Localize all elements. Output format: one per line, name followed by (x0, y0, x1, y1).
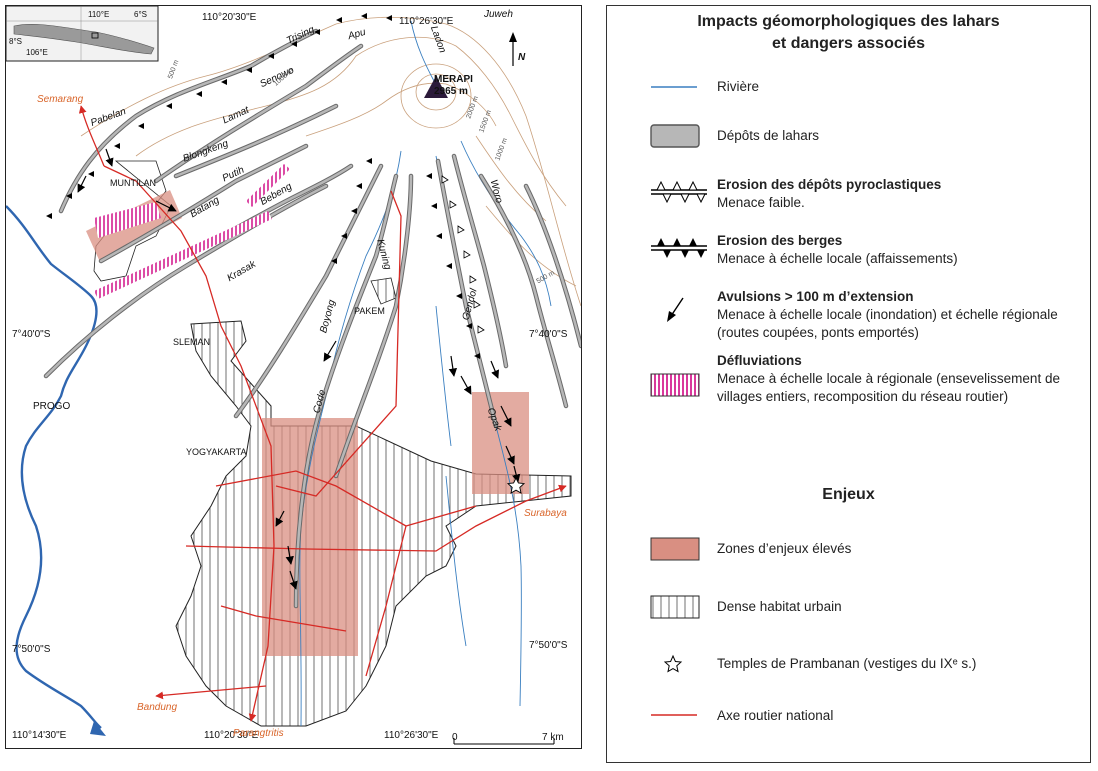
lahar-deposits (43, 28, 581, 609)
legend-pyroclastic-title: Erosion des dépôts pyroclastiques (717, 177, 942, 192)
label-yogyakarta: YOGYAKARTA (186, 447, 247, 457)
legend-enjeux-title: Enjeux (822, 486, 875, 503)
road-bandung (155, 685, 267, 700)
inset-lat2: 8°S (9, 37, 22, 46)
contour-2500 (415, 73, 457, 111)
coord-top-lon1: 110°20'30"E (202, 12, 257, 23)
pyroclastic-erosion-markers (441, 175, 485, 334)
defluviation-batang (94, 211, 272, 299)
scale-bar (453, 738, 555, 745)
map-canvas (6, 6, 581, 745)
road-yogya-north (275, 190, 402, 497)
coord-bottom-lon2: 110°26'30"E (384, 730, 439, 741)
coord-bottom-lon1: 110°20'30"E (204, 730, 259, 741)
prambanan-star (506, 476, 526, 494)
river-east1 (435, 305, 452, 447)
defluviation-symbol (650, 373, 700, 397)
legend-title-line1: Impacts géomorphologiques des lahars (697, 13, 1000, 30)
scale-end: 7 km (542, 732, 564, 743)
road-yogya-ring (215, 470, 407, 677)
legend-defluviation-title: Défluviations (717, 353, 802, 368)
label-semarang: Semarang (37, 94, 84, 105)
defluviation-bebeng (246, 164, 290, 207)
coord-left-lat2: 7°50'0"S (12, 644, 51, 655)
defluviation-muntilan (94, 202, 161, 238)
high-stakes-zones (86, 190, 529, 656)
coord-bottom-lon0: 110°14'30"E (12, 730, 67, 741)
contour-1000 (135, 36, 567, 207)
legend-high-stakes-label: Zones d’enjeux élevés (717, 541, 852, 556)
legend-lahar-label: Dépôts de lahars (717, 128, 820, 143)
road-main-north (103, 165, 275, 722)
inset-lat: 6°S (134, 10, 147, 19)
contour-lines (80, 16, 581, 307)
river-opak-south (445, 475, 467, 647)
legend-defluviation-desc: Menace à échelle locale à régionale (ens… (717, 371, 1060, 404)
legend-avulsion-desc: Menace à échelle locale (inondation) et … (717, 307, 1058, 340)
high-stakes-symbol (650, 537, 700, 561)
road-south (220, 605, 347, 632)
legend-bank-title: Erosion des berges (717, 233, 843, 248)
contour-500-west (80, 16, 581, 307)
inset-lon2: 106°E (26, 48, 48, 57)
inset-lon: 110°E (88, 10, 110, 19)
progo-river (6, 205, 102, 729)
avulsion-arrow-symbol (667, 297, 684, 322)
legend-pyroclastic-desc: Menace faible. (717, 195, 805, 210)
inset-map (6, 6, 159, 62)
scale-zero: 0 (452, 732, 458, 743)
label-river-juweh: Juweh (484, 9, 513, 20)
label-parangtritis: Parangtritis (233, 728, 284, 739)
contour-1500 (305, 82, 497, 137)
label-sleman: SLEMAN (173, 337, 211, 347)
label-bandung: Bandung (137, 702, 178, 713)
legend-avulsion-title: Avulsions > 100 m d’extension (717, 289, 914, 304)
road-east (405, 505, 477, 527)
lahar-deposit-symbol (650, 124, 700, 148)
defluviations (94, 164, 290, 299)
coord-right-lat1: 7°40'0"S (529, 329, 568, 340)
label-surabaya: Surabaya (524, 508, 567, 519)
legend-river-label: Rivière (717, 79, 760, 94)
north-arrow (509, 32, 517, 66)
label-muntilan: MUNTILAN (110, 178, 157, 188)
north-label: N (518, 52, 526, 63)
road-symbol (651, 714, 697, 716)
urban-area-pakem (370, 277, 397, 305)
river-ladon (410, 20, 435, 82)
river-woro (460, 140, 552, 307)
label-pakem: PAKEM (354, 306, 385, 316)
road-surabaya (185, 484, 567, 552)
label-river-progo: PROGO (33, 401, 71, 412)
roads (78, 105, 567, 722)
star-icon (663, 654, 683, 673)
coord-right-lat2: 7°50'0"S (529, 640, 568, 651)
merapi-summit (424, 76, 448, 98)
legend-temple-label: Temples de Prambanan (vestiges du IXᵉ s.… (717, 656, 977, 671)
road-semarang (78, 105, 105, 167)
legend-bank-desc: Menace à échelle locale (affaissements) (717, 251, 958, 266)
label-merapi-alt: 2965 m (434, 86, 468, 97)
legend-urban-label: Dense habitat urbain (717, 599, 842, 614)
legend-title-line2: et dangers associés (772, 35, 925, 52)
avulsion-arrows (77, 148, 521, 590)
coord-left-lat1: 7°40'0"S (12, 329, 51, 340)
contour-2000 (400, 63, 472, 129)
river-symbol (651, 86, 697, 88)
legend-panel: Impacts géomorphologiques des lahars et … (606, 5, 1091, 763)
map-frame: 110°20'30"E 110°26'30"E 110°14'30"E 110°… (5, 5, 582, 749)
legend-road-label: Axe routier national (717, 708, 834, 723)
pyroclastic-erosion-symbol (651, 180, 707, 204)
urban-symbol (650, 595, 700, 619)
coord-top-lon2: 110°26'30"E (399, 16, 454, 27)
bank-erosion-symbol (651, 238, 707, 258)
urban-area-north (93, 160, 172, 282)
progo-arrow (90, 721, 106, 736)
bank-erosion-markers (46, 13, 480, 359)
urban-area (175, 320, 572, 727)
label-merapi: MERAPI (434, 74, 473, 85)
